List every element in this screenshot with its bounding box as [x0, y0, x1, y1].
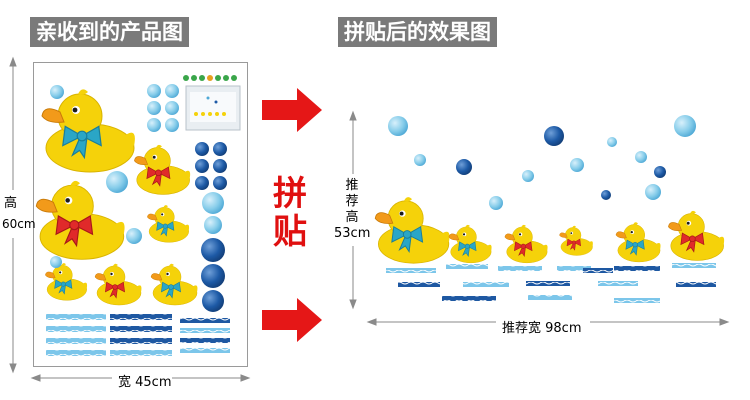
right-height-value: 53cm: [334, 226, 371, 241]
duck-sticker: [134, 144, 191, 195]
bubble-stickers-light: [50, 84, 224, 268]
wave-stickers: [46, 314, 230, 356]
duck-sticker: [668, 210, 725, 261]
duck-sticker: [150, 263, 198, 306]
duck-sticker: [45, 262, 88, 301]
left-width-label: 宽 45cm: [118, 375, 172, 390]
duck-sticker: [615, 222, 661, 263]
scene-waves: [386, 263, 716, 303]
right-width-label: 推荐宽 98cm: [502, 321, 582, 336]
left-height-value: 60cm: [2, 217, 36, 231]
paste-label: 拼 贴: [273, 174, 307, 252]
duck-sticker: [41, 88, 136, 173]
duck-sticker: [374, 196, 450, 264]
left-title: 亲收到的产品图: [30, 17, 189, 47]
scene-bubbles: [388, 115, 696, 210]
right-width-dimension: [366, 318, 730, 326]
duck-sticker: [147, 204, 190, 243]
arrow-right-icon: [262, 88, 322, 132]
left-height-label: 高: [4, 196, 18, 211]
left-height-dimension: [9, 56, 17, 374]
arrow-right-icon: [262, 298, 322, 342]
duck-sticker: [448, 224, 492, 264]
left-width-dimension: [30, 374, 251, 382]
duck-sticker: [35, 180, 126, 260]
duck-sticker: [94, 263, 142, 306]
right-height-dimension: [349, 110, 357, 310]
right-height-label: 推 荐 高: [345, 178, 359, 225]
product-thumbnail-icon: [183, 74, 241, 131]
bubble-stickers-dark: [195, 142, 227, 312]
duck-sticker: [504, 224, 548, 264]
right-title: 拼贴后的效果图: [338, 17, 497, 47]
duck-sticker: [559, 225, 594, 256]
